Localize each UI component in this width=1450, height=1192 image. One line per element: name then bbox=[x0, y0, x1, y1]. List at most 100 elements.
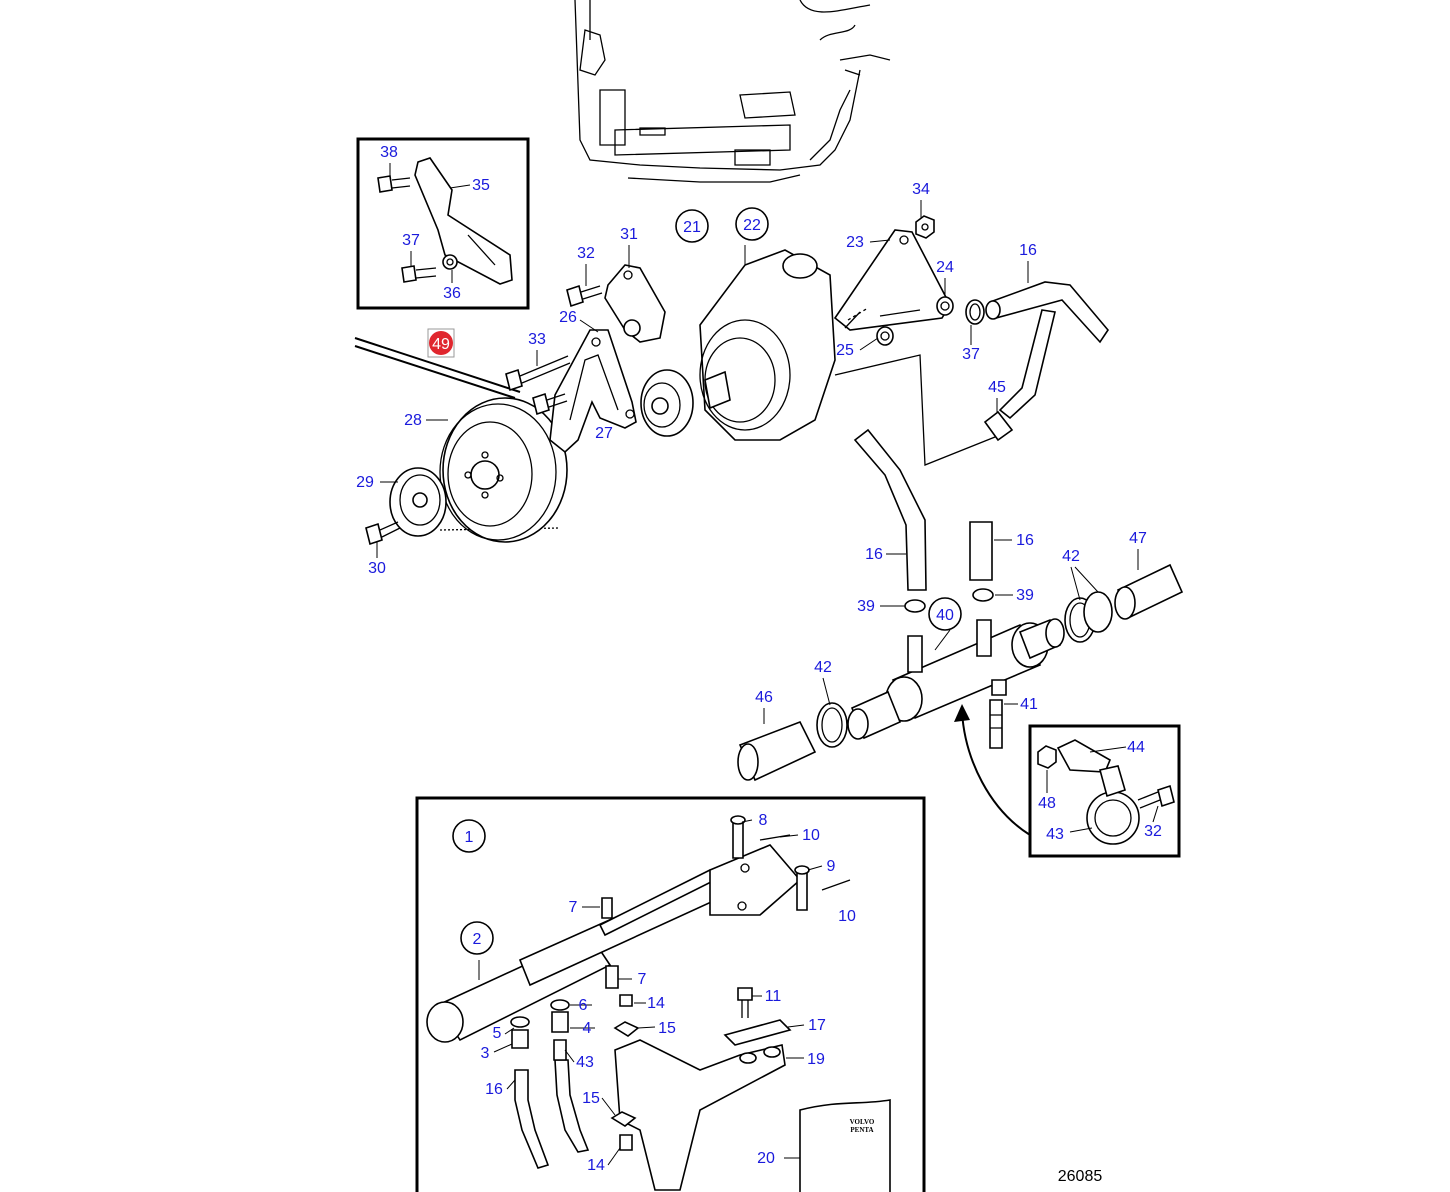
callout-16[interactable]: 16 bbox=[865, 546, 883, 563]
callout-46[interactable]: 46 bbox=[755, 689, 773, 706]
clamp-39-right bbox=[972, 588, 994, 602]
callout-16[interactable]: 16 bbox=[1019, 242, 1037, 259]
circled-callout-40[interactable]: 40 bbox=[928, 597, 962, 631]
circled-callout-label[interactable]: 2 bbox=[473, 931, 482, 948]
callout-25[interactable]: 25 bbox=[836, 342, 854, 359]
callout-14[interactable]: 14 bbox=[587, 1157, 605, 1174]
arrow-line bbox=[961, 711, 1031, 836]
hose-46 bbox=[737, 720, 817, 782]
callout-16[interactable]: 16 bbox=[1016, 532, 1034, 549]
callout-32[interactable]: 32 bbox=[1144, 823, 1162, 840]
callout-4[interactable]: 4 bbox=[583, 1020, 592, 1037]
bracket-26-27 bbox=[549, 329, 637, 454]
circled-callout-label[interactable]: 22 bbox=[743, 217, 761, 234]
callout-circle bbox=[735, 207, 769, 241]
callout-39[interactable]: 39 bbox=[1016, 587, 1034, 604]
circled-callout-22[interactable]: 22 bbox=[735, 207, 769, 241]
callout-19[interactable]: 19 bbox=[807, 1051, 825, 1068]
detail-box-clamp bbox=[1028, 724, 1181, 858]
callout-42[interactable]: 42 bbox=[814, 659, 832, 676]
callout-16[interactable]: 16 bbox=[485, 1081, 503, 1098]
callout-circle bbox=[675, 209, 709, 243]
callout-41[interactable]: 41 bbox=[1020, 696, 1038, 713]
callout-29[interactable]: 29 bbox=[356, 474, 374, 491]
callout-31[interactable]: 31 bbox=[620, 226, 638, 243]
callout-3[interactable]: 3 bbox=[481, 1045, 490, 1062]
callout-49-highlighted[interactable]: 49 bbox=[432, 336, 450, 353]
callout-15[interactable]: 15 bbox=[582, 1090, 600, 1107]
callout-30[interactable]: 30 bbox=[368, 560, 386, 577]
callout-34[interactable]: 34 bbox=[912, 181, 930, 198]
callout-8[interactable]: 8 bbox=[759, 812, 768, 829]
callout-35[interactable]: 35 bbox=[472, 177, 490, 194]
bolt-33 bbox=[505, 355, 571, 392]
bracket-31 bbox=[604, 264, 666, 343]
logo-line-2: PENTA bbox=[850, 1126, 873, 1134]
callout-27[interactable]: 27 bbox=[595, 425, 613, 442]
callout-14[interactable]: 14 bbox=[647, 995, 665, 1012]
clamp-42-left bbox=[816, 702, 848, 748]
callout-43[interactable]: 43 bbox=[1046, 826, 1064, 843]
callout-28[interactable]: 28 bbox=[404, 412, 422, 429]
callout-5[interactable]: 5 bbox=[493, 1025, 502, 1042]
circled-callout-1[interactable]: 1 bbox=[452, 819, 486, 853]
highlight-marker[interactable] bbox=[429, 331, 453, 355]
fittings-3-6 bbox=[510, 999, 570, 1061]
bolt-37-box bbox=[401, 265, 437, 283]
callout-47[interactable]: 47 bbox=[1129, 530, 1147, 547]
arrow-head bbox=[954, 704, 970, 722]
callout-36[interactable]: 36 bbox=[443, 285, 461, 302]
callout-37[interactable]: 37 bbox=[402, 232, 420, 249]
circled-callout-21[interactable]: 21 bbox=[675, 209, 709, 243]
spacer-24 bbox=[936, 296, 954, 316]
bushing-7b bbox=[605, 965, 619, 989]
circled-callout-label[interactable]: 1 bbox=[465, 829, 474, 846]
detail-box-bracket bbox=[356, 137, 530, 310]
mount-bracket bbox=[709, 844, 802, 916]
circled-callout-label[interactable]: 40 bbox=[936, 607, 954, 624]
circled-callout-label[interactable]: 21 bbox=[683, 219, 701, 236]
callout-33[interactable]: 33 bbox=[528, 331, 546, 348]
callout-44[interactable]: 44 bbox=[1127, 739, 1145, 756]
callout-7[interactable]: 7 bbox=[638, 971, 647, 988]
callout-39[interactable]: 39 bbox=[857, 598, 875, 615]
callout-circle bbox=[460, 921, 494, 955]
cylinder-2 bbox=[426, 868, 722, 1043]
callout-26[interactable]: 26 bbox=[559, 309, 577, 326]
callout-7[interactable]: 7 bbox=[569, 899, 578, 916]
callout-24[interactable]: 24 bbox=[936, 259, 954, 276]
circled-callout-2[interactable]: 2 bbox=[460, 921, 494, 955]
callout-15[interactable]: 15 bbox=[658, 1020, 676, 1037]
manual-20 bbox=[799, 1099, 891, 1192]
callout-20[interactable]: 20 bbox=[757, 1150, 775, 1167]
callout-17[interactable]: 17 bbox=[808, 1017, 826, 1034]
bracket-44 bbox=[1056, 739, 1112, 773]
hose-16-mid-right bbox=[969, 521, 993, 581]
callout-6[interactable]: 6 bbox=[579, 997, 588, 1014]
callout-45[interactable]: 45 bbox=[988, 379, 1006, 396]
bolt-14a bbox=[619, 994, 633, 1007]
bolt-27 bbox=[532, 392, 568, 416]
callout-11[interactable]: 11 bbox=[765, 988, 782, 1005]
nut-48 bbox=[1037, 745, 1057, 769]
callout-9[interactable]: 9 bbox=[827, 858, 836, 875]
bolt-11 bbox=[737, 987, 753, 1018]
callout-10[interactable]: 10 bbox=[838, 908, 856, 925]
callout-38[interactable]: 38 bbox=[380, 144, 398, 161]
bolt-38 bbox=[377, 175, 411, 193]
oil-cooler-40 bbox=[847, 618, 1065, 740]
callout-43[interactable]: 43 bbox=[576, 1054, 594, 1071]
callout-48[interactable]: 48 bbox=[1038, 795, 1056, 812]
callout-23[interactable]: 23 bbox=[846, 234, 864, 251]
pulley-28 bbox=[439, 397, 568, 543]
bolt-14b bbox=[619, 1134, 633, 1151]
callout-10[interactable]: 10 bbox=[802, 827, 820, 844]
pin-9 bbox=[794, 865, 810, 911]
callout-42[interactable]: 42 bbox=[1062, 548, 1080, 565]
bracket-35 bbox=[414, 157, 513, 285]
clamp-37 bbox=[965, 299, 985, 325]
drawing-number: 26085 bbox=[1058, 1168, 1103, 1185]
callout-37[interactable]: 37 bbox=[962, 346, 980, 363]
callout-32[interactable]: 32 bbox=[577, 245, 595, 262]
